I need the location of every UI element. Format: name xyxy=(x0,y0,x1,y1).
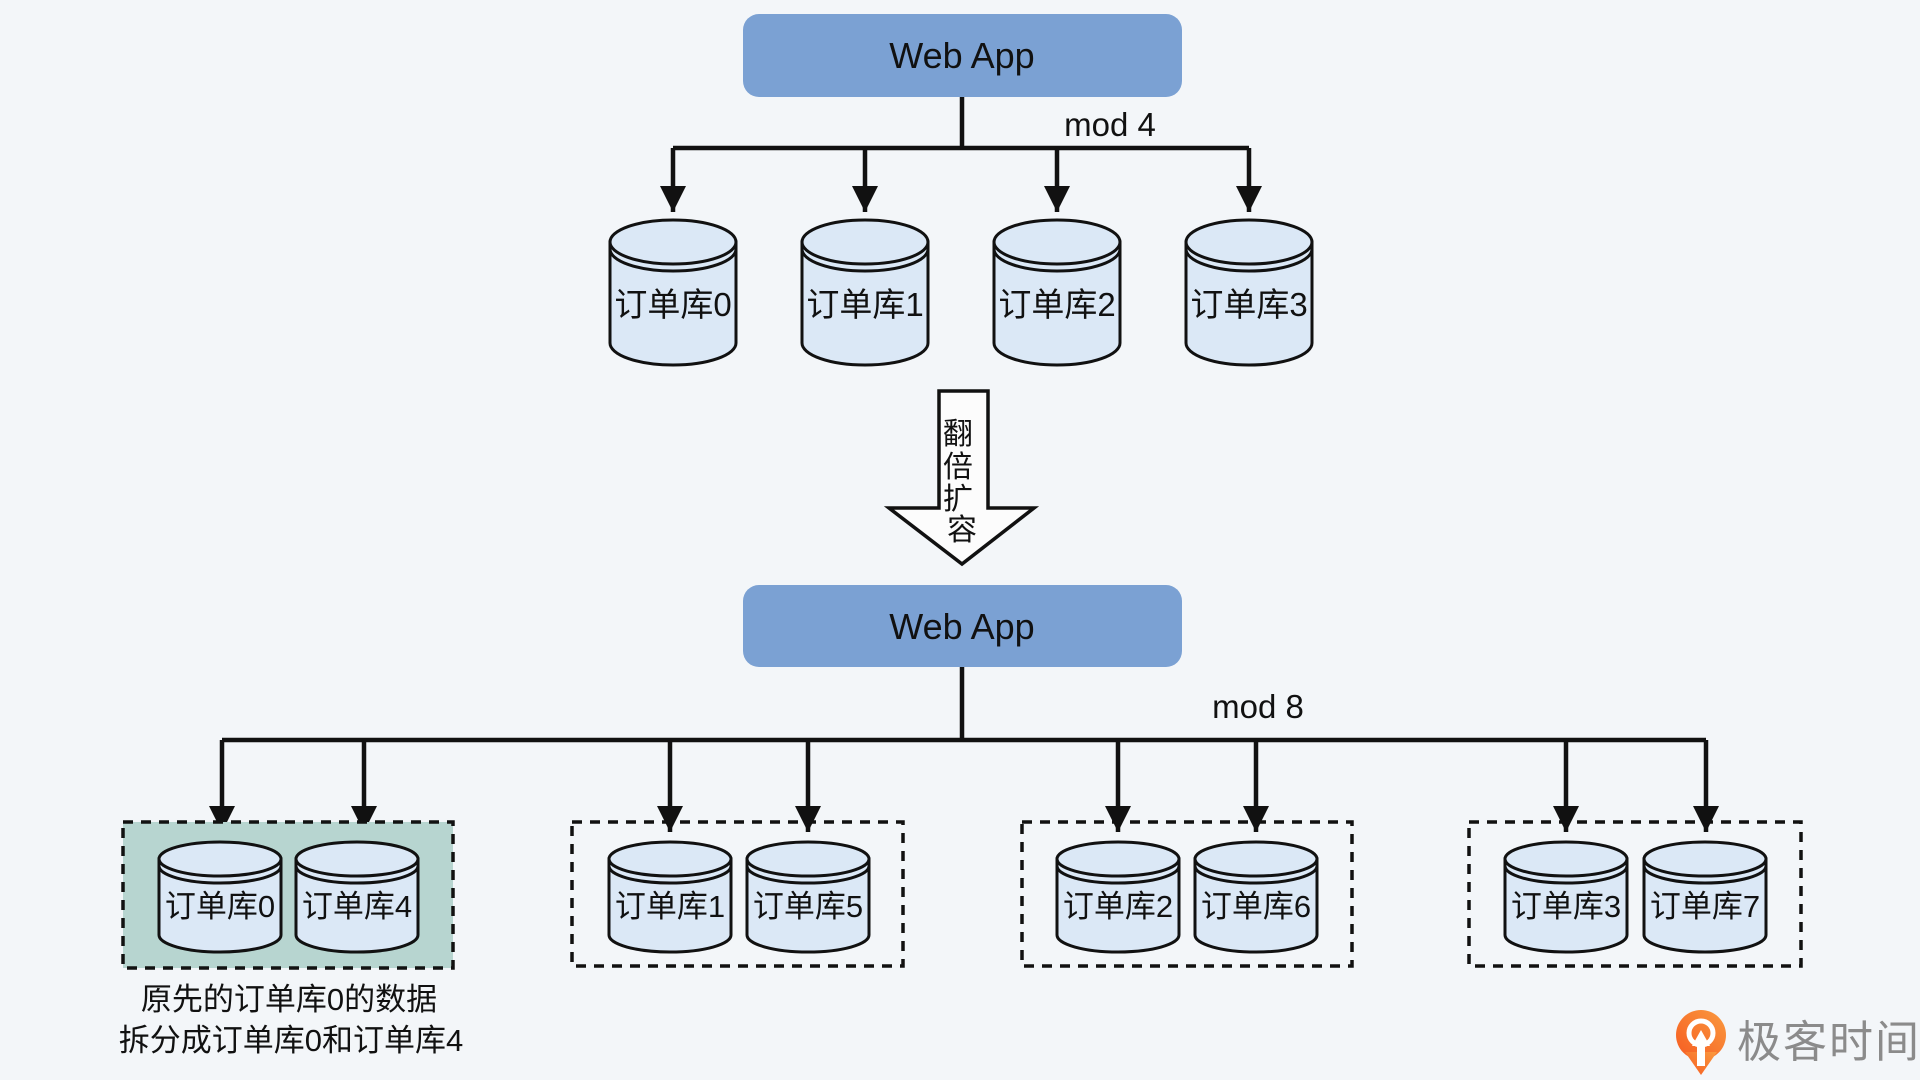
db-cylinder-g1-0: 订单库1 xyxy=(607,840,733,954)
db-group-box-3 xyxy=(1467,820,1803,968)
after-section: Web App mod 8 订单库0 订单库4 订单库1 订单库5 xyxy=(119,585,1803,1058)
geektime-logo-icon xyxy=(1676,1010,1726,1075)
geektime-watermark: 极客时间 xyxy=(1676,1010,1920,1075)
db-cylinder-0: 订单库0 xyxy=(608,218,738,367)
geektime-brand-text: 极客时间 xyxy=(1737,1018,1920,1067)
db-label: 订单库2 xyxy=(1063,889,1173,924)
db-label: 订单库1 xyxy=(806,286,923,323)
web-app-box-bottom xyxy=(743,585,1182,667)
mod8-label: mod 8 xyxy=(1212,688,1304,725)
db-label: 订单库6 xyxy=(1201,889,1311,924)
down-arrow-shape xyxy=(883,389,1040,567)
db-cylinder-3: 订单库3 xyxy=(1184,218,1314,367)
web-app-box-top xyxy=(743,14,1182,97)
web-app-label-top: Web App xyxy=(889,35,1034,76)
before-section: Web App mod 4 订单库0 订单库1 订单库2 订单库3 xyxy=(608,14,1314,367)
db-label: 订单库0 xyxy=(165,889,275,924)
db-group-box-1 xyxy=(570,820,905,968)
db-cylinder-g0-0: 订单库0 xyxy=(157,840,283,954)
db-cylinder-2: 订单库2 xyxy=(992,218,1122,367)
db-label: 订单库5 xyxy=(753,889,863,924)
highlight-annotation-line1: 原先的订单库0的数据 xyxy=(141,982,437,1017)
logo-arrow-head xyxy=(1692,1030,1710,1046)
logo-arrow-stem xyxy=(1697,1042,1705,1066)
db-label: 订单库1 xyxy=(615,889,725,924)
db-cylinder-g0-1: 订单库4 xyxy=(294,840,420,954)
scale-out-label: 翻 倍 扩 容 xyxy=(943,418,981,547)
db-label: 订单库0 xyxy=(614,286,731,323)
db-cylinder-g3-0: 订单库3 xyxy=(1503,840,1629,954)
db-label: 订单库4 xyxy=(302,889,412,924)
db-cylinder-g3-1: 订单库7 xyxy=(1642,840,1768,954)
db-cylinder-1: 订单库1 xyxy=(800,218,930,367)
highlight-annotation-line2: 拆分成订单库0和订单库4 xyxy=(119,1023,463,1058)
web-app-label-bottom: Web App xyxy=(889,606,1034,647)
db-label: 订单库7 xyxy=(1650,889,1760,924)
db-cylinder-g2-1: 订单库6 xyxy=(1193,840,1319,954)
db-cylinder-g2-0: 订单库2 xyxy=(1055,840,1181,954)
db-label: 订单库3 xyxy=(1190,286,1307,323)
db-label: 订单库2 xyxy=(998,286,1115,323)
scale-out-arrow: 翻 倍 扩 容 xyxy=(883,389,1040,567)
db-cylinder-g1-1: 订单库5 xyxy=(745,840,871,954)
db-label: 订单库3 xyxy=(1511,889,1621,924)
mod4-label: mod 4 xyxy=(1064,106,1156,143)
db-group-box-2 xyxy=(1020,820,1354,968)
